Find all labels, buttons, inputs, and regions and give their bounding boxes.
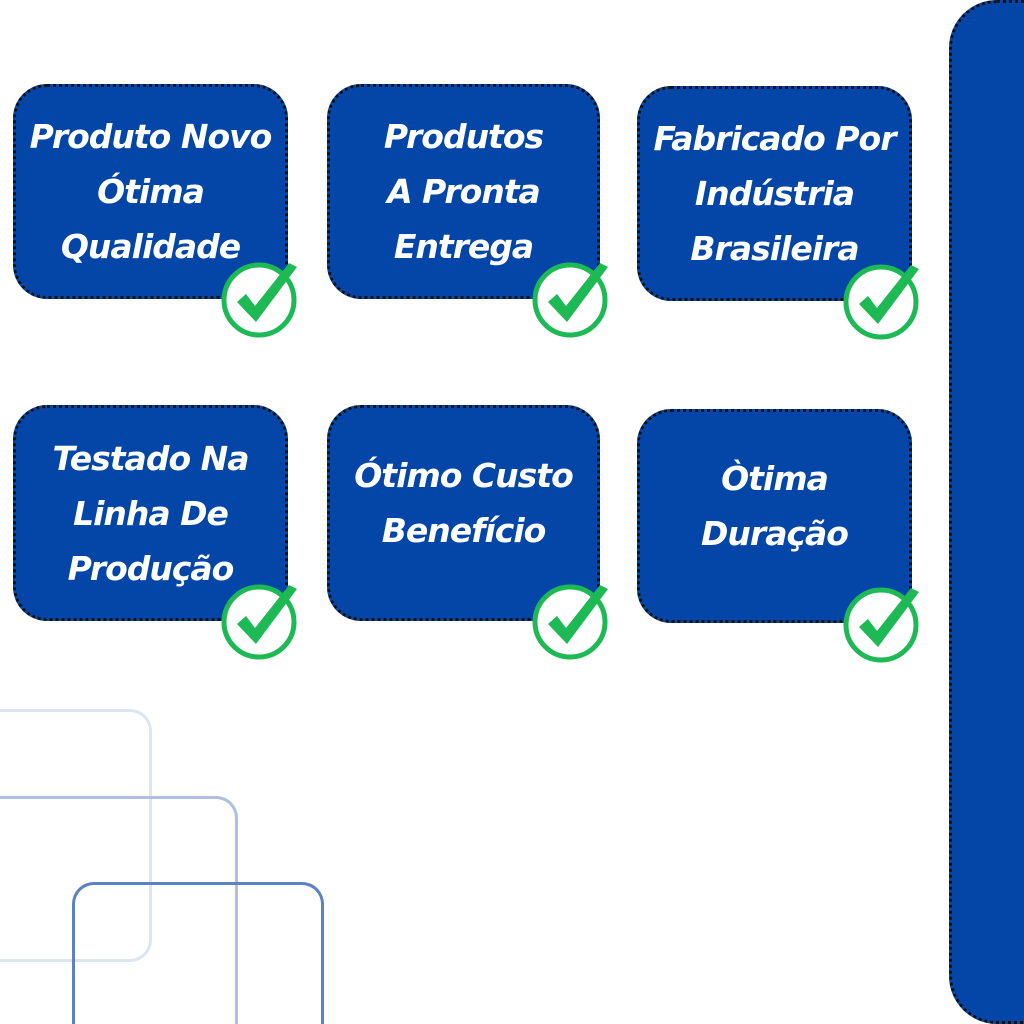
card-text-line: Produto Novo bbox=[29, 117, 273, 156]
card-text-line: A Pronta bbox=[387, 172, 541, 211]
checkmark-icon bbox=[217, 580, 301, 664]
side-panel bbox=[949, 0, 1024, 1024]
card-text-line: Ótimo Custo bbox=[354, 456, 573, 495]
feature-card-testado: Testado Na Linha De Produção bbox=[13, 405, 288, 621]
card-text-line: Indústria bbox=[694, 174, 855, 213]
card-text-line: Linha De bbox=[73, 493, 229, 533]
card-text-line: Duração bbox=[701, 514, 849, 553]
card-text-line: Entrega bbox=[393, 227, 534, 266]
decorative-outline-light bbox=[0, 709, 152, 962]
card-text-line: Testado Na bbox=[52, 438, 250, 478]
card-text-line: Benefício bbox=[381, 511, 547, 550]
checkmark-icon bbox=[839, 260, 923, 344]
card-text-line: Qualidade bbox=[60, 227, 241, 266]
card-text-line: Brasileira bbox=[690, 229, 859, 268]
card-text-line: Òtima bbox=[721, 459, 829, 498]
checkmark-icon bbox=[217, 258, 301, 342]
decorative-outline-dark bbox=[72, 882, 324, 1024]
decorative-outline-mid bbox=[0, 796, 238, 1024]
checkmark-icon bbox=[528, 580, 612, 664]
card-text-line: Produtos bbox=[383, 117, 544, 156]
card-text-line: Ótima bbox=[97, 172, 205, 211]
checkmark-icon bbox=[528, 258, 612, 342]
checkmark-icon bbox=[839, 583, 923, 667]
card-text-line: Produção bbox=[67, 548, 235, 588]
card-text-line: Fabricado Por bbox=[653, 119, 897, 158]
